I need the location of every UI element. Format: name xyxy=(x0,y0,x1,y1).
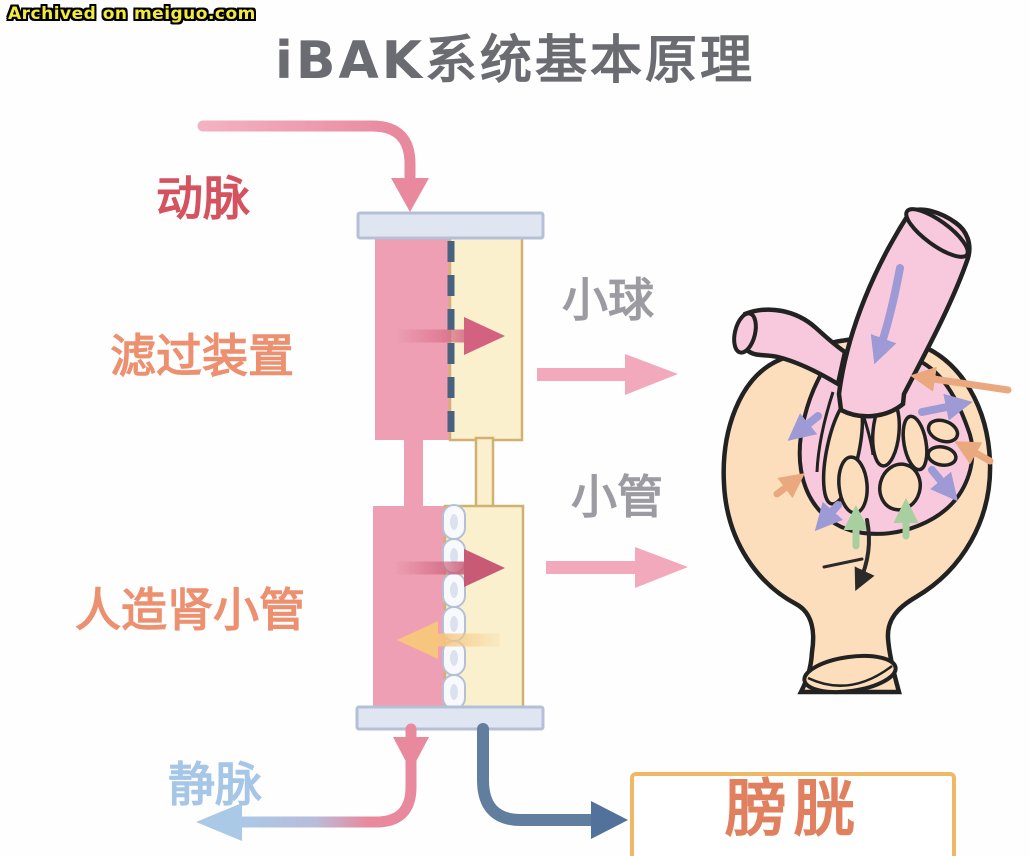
connector-tubes xyxy=(404,436,495,510)
tubule-unit-blood-side xyxy=(373,506,445,707)
label-artery: 动脉 xyxy=(156,172,250,227)
to-tubule-arrow xyxy=(546,547,688,588)
filtrate-connector-tube xyxy=(474,436,495,510)
cell-capsule xyxy=(442,606,466,642)
label-vein: 静脉 xyxy=(168,758,262,813)
cell-capsule xyxy=(442,572,466,608)
label-glomerulus: 小球 xyxy=(562,273,654,327)
cell-capsule-column xyxy=(442,504,466,710)
bladder-label: 膀胱 xyxy=(724,772,861,845)
cell-capsule xyxy=(442,504,466,540)
efferent-vessel-opening xyxy=(732,311,758,355)
device-top-cap xyxy=(356,211,545,240)
device-bottom-cap xyxy=(355,705,545,731)
page-title: iBAK系统基本原理 xyxy=(275,31,755,91)
nephron-illustration xyxy=(721,207,1012,695)
urine-to-bladder-arrow xyxy=(477,723,628,839)
vein-outflow-arrow xyxy=(196,723,429,841)
secretion-arrow xyxy=(396,549,505,587)
label-tubule: 小管 xyxy=(571,470,663,524)
filtration-arrow xyxy=(398,317,505,355)
inward-arrows-orange xyxy=(773,366,1012,499)
label-filter-device: 滤过装置 xyxy=(110,329,294,383)
cell-capsule xyxy=(442,674,466,710)
label-artificial-tubule: 人造肾小管 xyxy=(75,583,305,637)
upward-arrows-green xyxy=(843,497,919,550)
reabsorption-arrow xyxy=(397,621,500,659)
to-glomerulus-arrow xyxy=(537,354,678,395)
afferent-vessel-opening xyxy=(904,207,970,259)
artery-inflow-arrow xyxy=(197,120,429,212)
watermark: Archived on meiguo.com xyxy=(8,4,256,24)
blood-connector-tube xyxy=(404,438,423,508)
blood-flow-arrows-purple xyxy=(787,264,973,532)
filtrate-down-arrow-black xyxy=(822,518,875,591)
tubule-opening-arc xyxy=(807,665,893,687)
tubule-opening xyxy=(802,653,898,695)
bladder-box: 膀胱 xyxy=(630,772,956,856)
